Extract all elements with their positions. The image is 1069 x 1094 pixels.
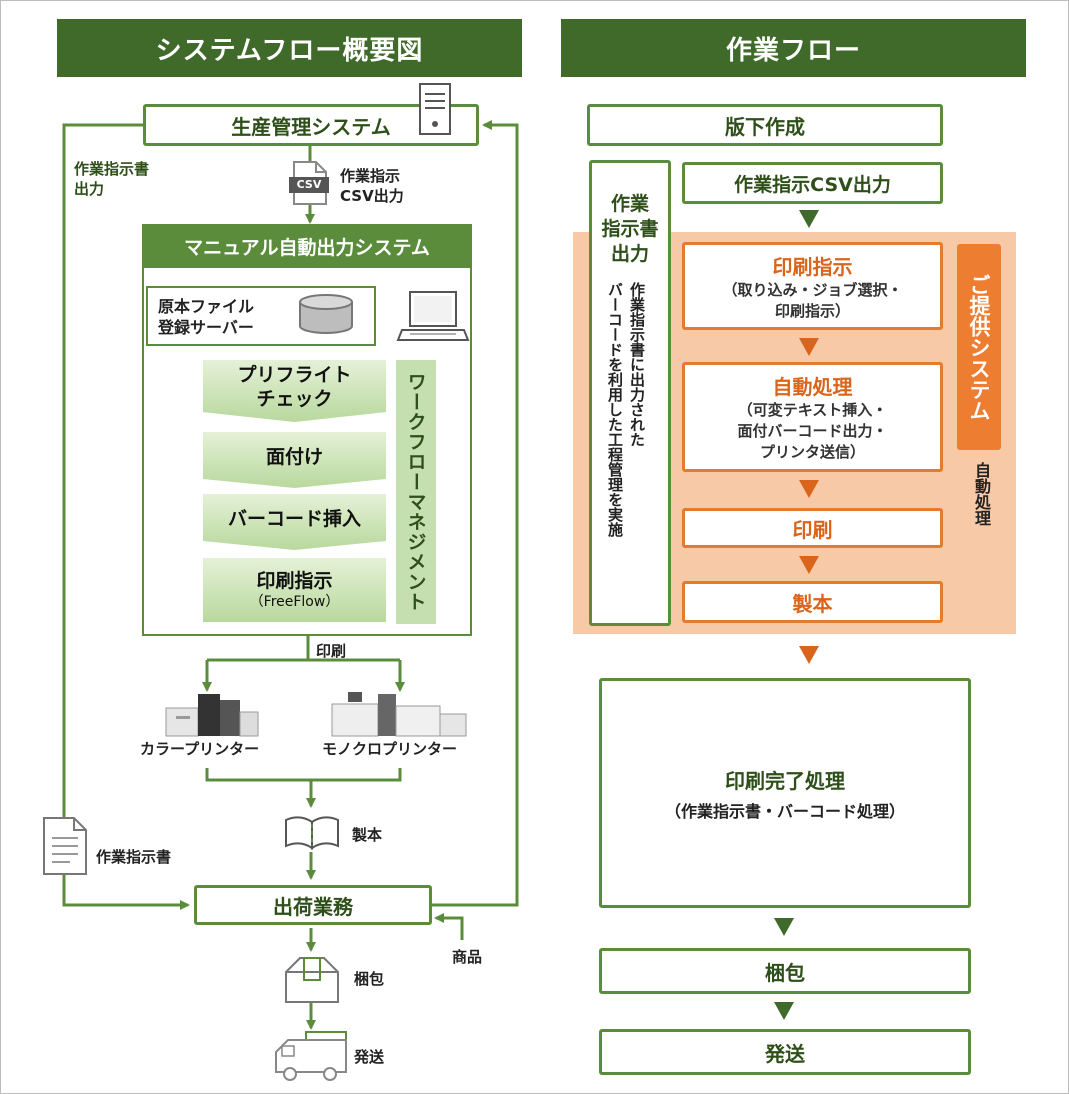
tri-6 xyxy=(774,918,794,936)
print-instruction-box: 印刷指示 （取り込み・ジョブ選択・ 印刷指示） xyxy=(682,242,943,330)
print-label: 印刷 xyxy=(316,642,347,660)
left-title: システムフロー概要図 xyxy=(57,19,522,77)
print-instruction-title: 印刷指示 xyxy=(772,254,853,279)
step-preflight: プリフライト チェック xyxy=(203,360,386,422)
print-box: 印刷 xyxy=(682,508,943,548)
side-instruction-title: 作業 指示書 出力 xyxy=(601,193,659,265)
plate-making-box: 版下作成 xyxy=(587,104,943,146)
packing-label: 梱包 xyxy=(354,970,385,988)
loop-line-right xyxy=(432,120,519,907)
csv-output-box: 作業指示CSV出力 xyxy=(682,162,943,204)
auto-process-box: 自動処理 （可変テキスト挿入・ 面付バーコード出力・ プリンタ送信） xyxy=(682,362,943,472)
binding-box-title: 製本 xyxy=(792,591,833,616)
work-instruction-output-label: 作業指示書 出力 xyxy=(74,160,150,198)
binding-label: 製本 xyxy=(352,826,383,844)
loop-line-left xyxy=(62,123,190,910)
server-box xyxy=(146,286,376,346)
completion-title: 印刷完了処理 xyxy=(725,768,845,793)
print-box-title: 印刷 xyxy=(792,517,833,542)
step-barcode: バーコード挿入 xyxy=(203,494,386,550)
packing-box: 梱包 xyxy=(599,948,971,994)
production-system-box: 生産管理システム xyxy=(143,104,479,146)
manual-system-title: マニュアル自動出力システム xyxy=(142,224,472,268)
color-printer-label: カラープリンター xyxy=(140,740,260,758)
product-label: 商品 xyxy=(452,948,483,966)
csv-icon-text: CSV xyxy=(296,178,322,191)
work-sheet-label: 作業指示書 xyxy=(96,848,172,866)
tri-7 xyxy=(774,1002,794,1020)
workflow-management-label: ワークフローマネジメント xyxy=(396,360,436,624)
side-instruction-text: 作業指示書に出力された バーコードを利用した工程管理を実施 xyxy=(606,282,646,537)
completion-sub: （作業指示書・バーコード処理） xyxy=(664,801,905,821)
right-title: 作業フロー xyxy=(561,19,1026,77)
dispatch-box: 発送 xyxy=(599,1029,971,1075)
print-instruction-sub: （取り込み・ジョブ選択・ 印刷指示） xyxy=(722,280,903,320)
step-imposition: 面付け xyxy=(203,432,386,488)
step-print-instruction-label: 印刷指示 xyxy=(256,570,333,592)
tri-3 xyxy=(799,480,819,498)
provided-system-label: ご提供システム xyxy=(957,244,1001,450)
csv-output-label: 作業指示 CSV出力 xyxy=(340,167,404,205)
step-imposition-label: 面付け xyxy=(265,446,323,468)
tri-1 xyxy=(799,210,819,228)
step-print-instruction: 印刷指示 （FreeFlow） xyxy=(203,558,386,622)
tri-5 xyxy=(799,646,819,664)
tri-4 xyxy=(799,556,819,574)
step-barcode-label: バーコード挿入 xyxy=(227,508,361,530)
dispatch-label: 発送 xyxy=(354,1048,385,1066)
step-preflight-label: プリフライト チェック xyxy=(237,364,352,410)
server-label: 原本ファイル 登録サーバー xyxy=(158,297,255,337)
side-instruction-box xyxy=(589,160,671,626)
auto-process-sub: （可変テキスト挿入・ 面付バーコード出力・ プリンタ送信） xyxy=(737,401,888,461)
auto-process-side-label: 自動処理 xyxy=(972,462,991,526)
mono-printer-label: モノクロプリンター xyxy=(322,740,458,758)
auto-process-title: 自動処理 xyxy=(772,375,853,399)
shipping-box: 出荷業務 xyxy=(194,885,432,925)
step-print-instruction-sub: （FreeFlow） xyxy=(249,594,340,610)
binding-box: 製本 xyxy=(682,581,943,623)
tri-2 xyxy=(799,338,819,356)
completion-box: 印刷完了処理 （作業指示書・バーコード処理） xyxy=(599,678,971,908)
